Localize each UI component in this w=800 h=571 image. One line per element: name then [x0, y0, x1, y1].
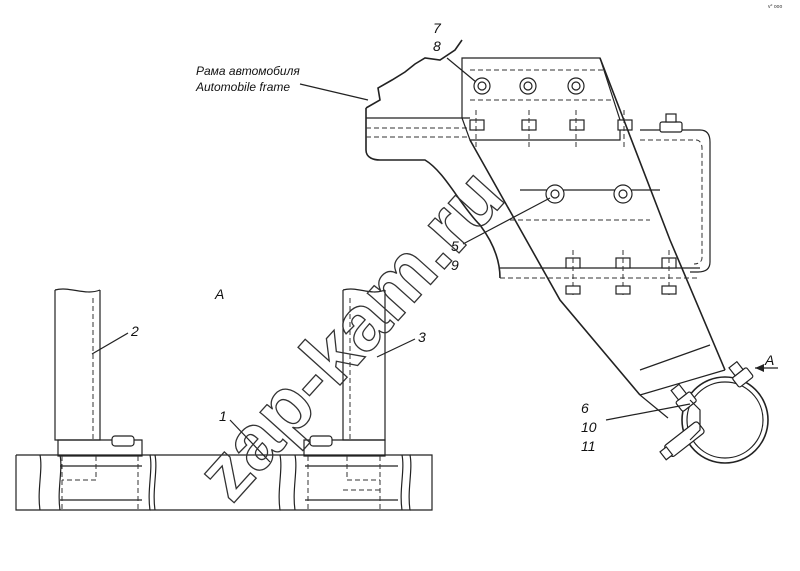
bolt-head-right	[309, 435, 333, 447]
diagonal-strut	[469, 57, 726, 419]
u-bracket	[640, 113, 711, 273]
watermark-text: zap-kam.ru	[179, 151, 520, 516]
middle-bolts	[545, 184, 633, 204]
callout-6: 6	[581, 400, 589, 416]
tank-body	[15, 454, 433, 511]
corner-mark: v° ooo	[768, 4, 782, 10]
bolt-middle-1	[545, 184, 565, 204]
callout-10: 10	[581, 419, 597, 435]
view-a-assembly	[15, 288, 433, 512]
section-mark: A	[764, 352, 774, 368]
frame-label-en: Automobile frame	[195, 80, 290, 94]
bracket-2	[54, 288, 143, 512]
bolt-head-left	[111, 435, 135, 447]
callout-5: 5	[451, 238, 459, 254]
callout-2: 2	[130, 323, 139, 339]
callout-3: 3	[418, 329, 426, 345]
bolt-middle-2	[613, 184, 633, 204]
automobile-frame-rail	[365, 39, 501, 279]
clamp-ring	[659, 360, 769, 464]
callout-9: 9	[451, 257, 459, 273]
callout-1: 1	[219, 408, 227, 424]
callout-11: 11	[581, 438, 596, 454]
bolt-upper-1	[473, 77, 491, 95]
view-label: A	[214, 286, 224, 302]
frame-mount-assembly	[299, 39, 778, 464]
bolt-upper-2	[519, 77, 537, 95]
bolt-upper-3	[567, 77, 585, 95]
lower-bolt-row	[500, 250, 700, 296]
section-arrow-a	[755, 364, 778, 372]
callout-7: 7	[433, 20, 442, 36]
bracket-3	[303, 288, 386, 512]
callout-8: 8	[433, 38, 441, 54]
frame-label-ru: Рама автомобиля	[196, 64, 300, 78]
upper-mounting-plate	[461, 57, 633, 150]
